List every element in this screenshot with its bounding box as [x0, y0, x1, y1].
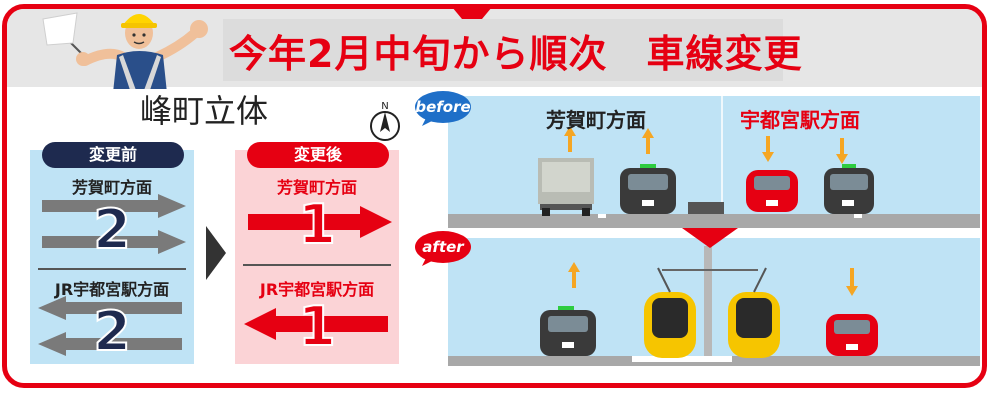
after-bottom-lane-count: 1: [297, 294, 337, 359]
after-pill: 変更後: [247, 142, 389, 168]
before-pill: 変更前: [42, 142, 184, 168]
after-bottom-lane-arrow: [244, 308, 388, 340]
orange-arrows: [564, 126, 858, 296]
top-notch: [453, 9, 491, 19]
after-bottom-direction: JR宇都宮駅方面: [259, 280, 375, 299]
before-top-lane-arrows: [42, 194, 186, 254]
tram-left: [644, 267, 696, 358]
red-car-after: [826, 314, 878, 356]
before-bottom-lane-count: 2: [92, 299, 132, 364]
before-bottom-direction: JR宇都宮駅方面: [54, 280, 170, 299]
red-car-before: [746, 170, 798, 212]
road-scene-illustration: [448, 96, 980, 366]
after-badge-label: after: [422, 238, 464, 256]
before-badge-label: before: [415, 98, 471, 116]
headline: 今年2月中旬から順次 車線変更: [229, 32, 803, 76]
before-lane-panel: [30, 150, 194, 364]
scene-right-direction: 宇都宮駅方面: [740, 108, 860, 132]
compass-letter: N: [381, 101, 388, 112]
north-compass-icon: N: [370, 101, 400, 141]
after-sky: [448, 238, 980, 356]
black-car-after: [540, 306, 596, 356]
truck: [538, 158, 594, 216]
transition-chevron-icon: [206, 226, 226, 280]
before-sky: [448, 96, 980, 214]
black-car-before-2: [824, 164, 874, 214]
after-top-direction: 芳賀町方面: [276, 178, 357, 197]
location-title: 峰町立体: [140, 92, 269, 130]
after-top-lane-count: 1: [297, 192, 337, 257]
after-divider: [243, 264, 391, 266]
before-top-lane-count: 2: [92, 197, 132, 262]
before-badge: before: [414, 90, 472, 126]
before-top-direction: 芳賀町方面: [71, 178, 152, 197]
tram-right: [728, 267, 780, 358]
scene-left-direction: 芳賀町方面: [546, 108, 646, 132]
after-top-lane-arrow: [248, 206, 392, 238]
black-car-before: [620, 164, 676, 214]
before-bottom-lane-arrows: [38, 296, 182, 356]
after-badge: after: [414, 230, 472, 266]
before-divider: [38, 268, 186, 270]
traffic-worker-illustration: [42, 12, 208, 89]
headline-box: [223, 19, 783, 81]
